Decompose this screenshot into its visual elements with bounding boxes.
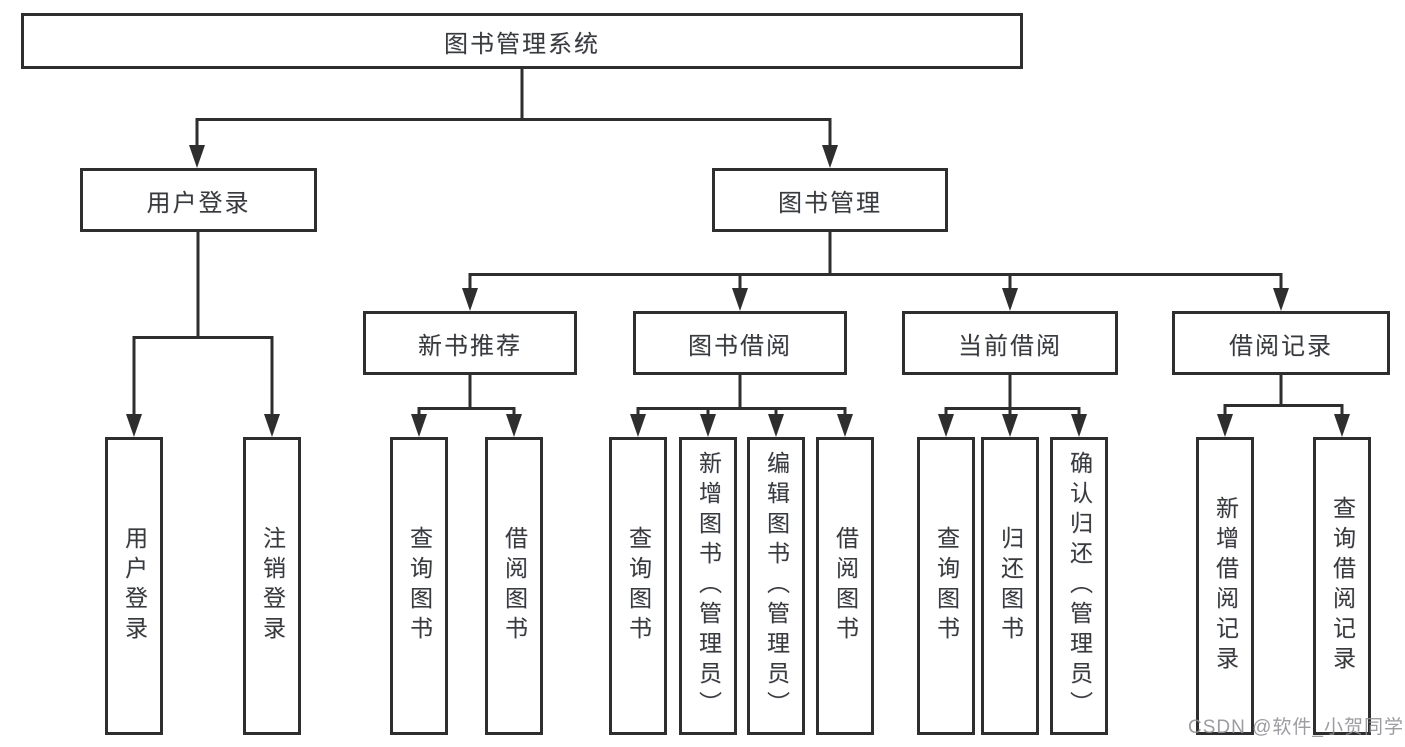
- node-root-label: 图书管理系统: [444, 30, 600, 58]
- node-user-login-label: 用户登录: [146, 189, 251, 217]
- node-leaf-return-book: 归还图书: [981, 437, 1039, 735]
- arrowheads: [126, 145, 1350, 437]
- node-leaf-borrow-book-recommend: 借阅图书: [485, 437, 543, 735]
- node-book-borrow: 图书借阅: [633, 311, 847, 375]
- node-leaf-add-borrow-record: 新增借阅记录: [1196, 437, 1254, 735]
- node-borrow-records-label: 借阅记录: [1229, 332, 1333, 360]
- node-leaf-confirm-return-admin-label: 确认归还（管理员）: [1066, 451, 1093, 721]
- node-current-borrow: 当前借阅: [902, 311, 1118, 375]
- node-leaf-edit-book-admin: 编辑图书（管理员）: [747, 437, 805, 735]
- node-user-login: 用户登录: [80, 168, 317, 232]
- node-leaf-logout-label: 注销登录: [259, 526, 286, 646]
- node-leaf-user-login-label: 用户登录: [121, 526, 148, 646]
- node-leaf-query-book-recommend-label: 查询图书: [406, 526, 433, 646]
- node-leaf-query-book-borrow: 查询图书: [609, 437, 667, 735]
- node-leaf-borrow-book-recommend-label: 借阅图书: [501, 526, 528, 646]
- node-leaf-query-book-current-label: 查询图书: [933, 526, 960, 646]
- node-leaf-query-borrow-record: 查询借阅记录: [1313, 437, 1371, 735]
- node-leaf-return-book-label: 归还图书: [997, 526, 1024, 646]
- node-book-management-label: 图书管理: [778, 189, 882, 217]
- node-root: 图书管理系统: [21, 13, 1023, 69]
- node-leaf-borrow-book: 借阅图书: [816, 437, 874, 735]
- node-leaf-edit-book-admin-label: 编辑图书（管理员）: [763, 451, 790, 721]
- node-leaf-query-borrow-record-label: 查询借阅记录: [1329, 496, 1356, 676]
- node-leaf-confirm-return-admin: 确认归还（管理员）: [1050, 437, 1108, 735]
- node-new-book-recommend-label: 新书推荐: [418, 332, 522, 360]
- node-new-book-recommend: 新书推荐: [363, 311, 577, 375]
- node-leaf-user-login: 用户登录: [105, 437, 163, 735]
- node-leaf-logout: 注销登录: [243, 437, 301, 735]
- node-current-borrow-label: 当前借阅: [958, 332, 1062, 360]
- node-book-management: 图书管理: [712, 168, 948, 232]
- node-borrow-records: 借阅记录: [1172, 311, 1390, 375]
- node-leaf-query-book-recommend: 查询图书: [390, 437, 448, 735]
- node-leaf-query-book-current: 查询图书: [917, 437, 975, 735]
- node-leaf-add-book-admin-label: 新增图书（管理员）: [695, 451, 722, 721]
- node-leaf-borrow-book-label: 借阅图书: [832, 526, 859, 646]
- node-leaf-add-book-admin: 新增图书（管理员）: [679, 437, 737, 735]
- node-book-borrow-label: 图书借阅: [688, 332, 792, 360]
- node-leaf-add-borrow-record-label: 新增借阅记录: [1212, 496, 1239, 676]
- node-leaf-query-book-borrow-label: 查询图书: [625, 526, 652, 646]
